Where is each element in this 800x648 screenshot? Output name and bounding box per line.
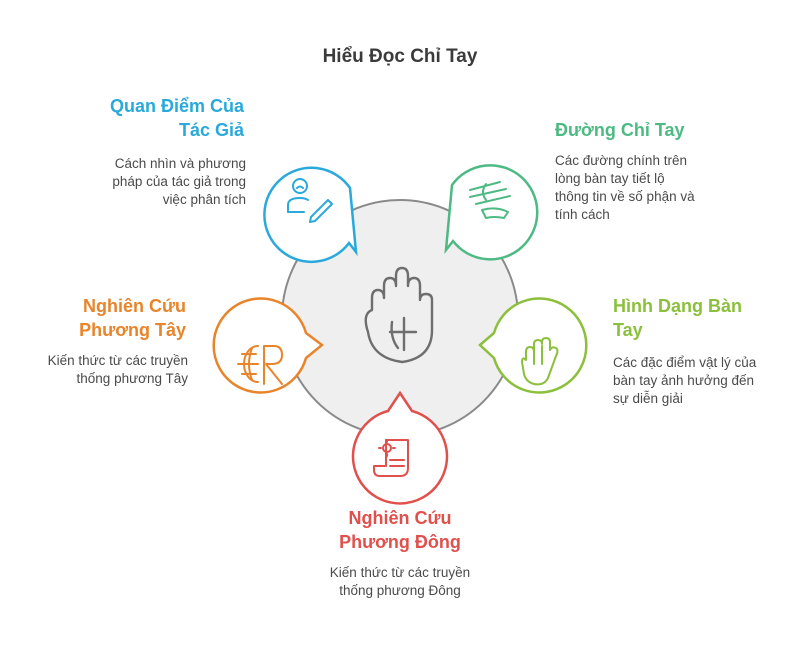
- shape-description-line: Các đặc điểm vật lý của: [613, 355, 757, 370]
- west-heading: Nghiên Cứu Phương Tây: [6, 294, 186, 342]
- west-description-line: Kiến thức từ các truyền: [47, 353, 188, 368]
- palm-lines-icon: [469, 181, 511, 219]
- lines-description: Các đường chính trên lòng bàn tay tiết l…: [555, 152, 755, 224]
- west-description: Kiến thức từ các truyền thống phương Tây: [6, 352, 188, 388]
- palm-icon: [364, 266, 434, 364]
- shape-description-line: sự diễn giải: [613, 391, 683, 406]
- east-heading-line: Nghiên Cứu: [348, 508, 452, 528]
- person-edit-icon: [287, 178, 333, 223]
- scroll-icon: [373, 439, 409, 477]
- lines-heading: Đường Chỉ Tay: [555, 118, 755, 142]
- node-west: [212, 297, 325, 394]
- node-lines: [444, 164, 539, 261]
- lines-description-line: Các đường chính trên: [555, 153, 687, 168]
- author-heading: Quan Điểm Của Tác Giả: [64, 94, 244, 142]
- east-description: Kiến thức từ các truyền thống phương Đôn…: [300, 564, 500, 600]
- author-description-line: Cách nhìn và phương: [114, 156, 246, 171]
- west-heading-line: Nghiên Cứu: [82, 296, 186, 316]
- lines-description-line: tính cách: [555, 207, 610, 222]
- node-author: [263, 166, 358, 264]
- east-heading: Nghiên Cứu Phương Đông: [300, 506, 500, 554]
- hand-icon: [521, 337, 559, 386]
- lines-description-line: lòng bàn tay tiết lộ: [555, 171, 665, 186]
- author-heading-line: Quan Điểm Của: [109, 96, 244, 116]
- node-shape: [478, 297, 588, 394]
- shape-heading-line: Hình Dạng Bàn: [613, 296, 742, 316]
- author-description: Cách nhìn và phương pháp của tác giả tro…: [64, 155, 246, 209]
- lines-drop-shape: [444, 164, 539, 261]
- east-description-line: Kiến thức từ các truyền: [329, 565, 471, 580]
- west-heading-line: Phương Tây: [79, 320, 186, 340]
- shape-heading-line: Tay: [613, 320, 643, 340]
- node-east: [351, 390, 449, 505]
- diagram-title: Hiểu Đọc Chỉ Tay: [322, 46, 478, 67]
- globe-r-icon: [237, 345, 283, 385]
- shape-description: Các đặc điểm vật lý của bàn tay ảnh hưởn…: [613, 354, 793, 408]
- east-heading-line: Phương Đông: [339, 532, 461, 552]
- lines-heading-line: Đường Chỉ Tay: [555, 120, 685, 140]
- lines-description-line: thông tin về số phận và: [555, 189, 695, 204]
- author-drop-shape: [263, 166, 358, 264]
- author-description-line: việc phân tích: [162, 192, 246, 207]
- author-heading-line: Tác Giả: [178, 120, 244, 140]
- shape-description-line: bàn tay ảnh hưởng đến: [613, 373, 754, 388]
- east-description-line: thống phương Đông: [339, 583, 461, 598]
- author-description-line: pháp của tác giả trong: [112, 174, 246, 189]
- west-description-line: thống phương Tây: [76, 371, 188, 386]
- shape-heading: Hình Dạng Bàn Tay: [613, 294, 793, 342]
